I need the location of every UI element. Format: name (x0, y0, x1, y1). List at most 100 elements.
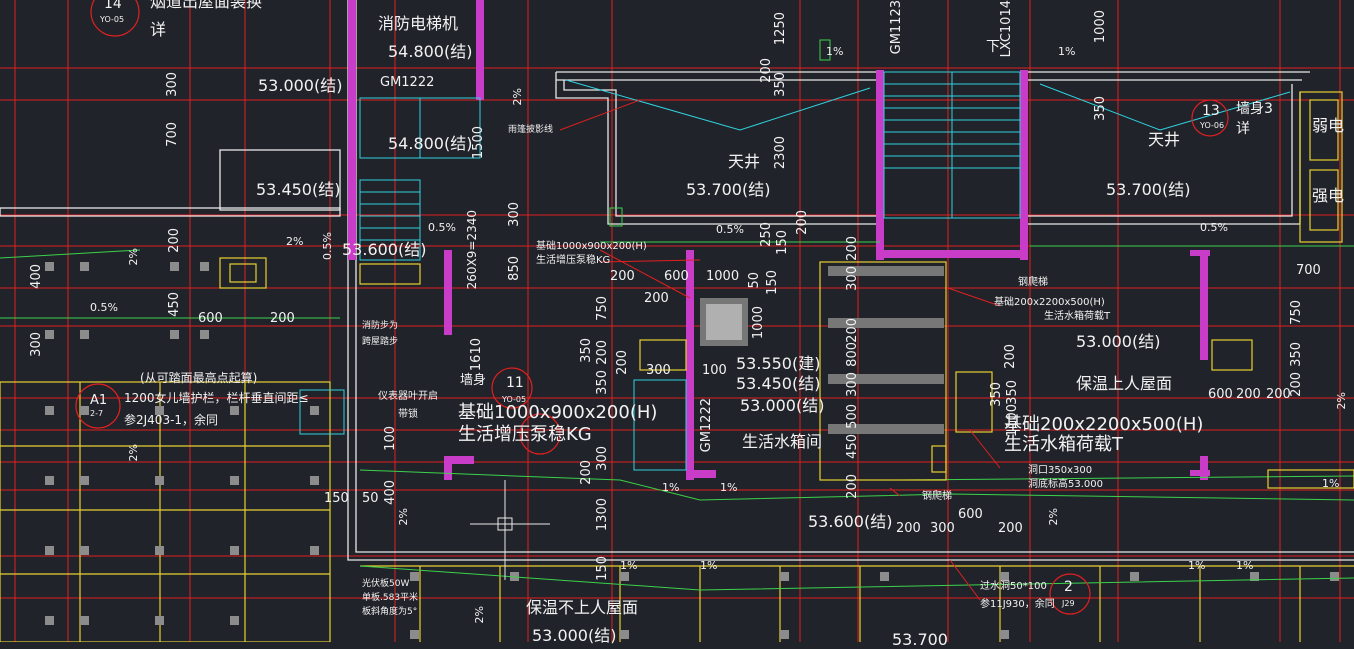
skywell-label: 天井 (728, 152, 761, 171)
detail-note: 详 (150, 20, 167, 39)
slope-label: 2% (473, 606, 486, 624)
dimension: 1000 (1093, 10, 1108, 44)
dimension: 200 (759, 58, 774, 83)
detail-note: 墙身3 (1236, 101, 1273, 117)
dimension: 100 (702, 363, 727, 378)
dimension: 300 (930, 521, 955, 536)
dimension: 150 (775, 230, 790, 255)
detail-sheet: 2-7 (90, 409, 104, 418)
elevation-label: 53.000(结) (258, 76, 343, 95)
dimension: 200 (1266, 387, 1291, 402)
slope-label: 2% (286, 235, 304, 248)
dimension: 200 (1003, 344, 1018, 369)
dimension: 450 (167, 292, 182, 317)
dimension: 600 (1208, 387, 1233, 402)
hole-note: 洞口350x300 (1028, 465, 1093, 476)
detail-number: 11 (506, 375, 524, 391)
dimension: 200 (845, 236, 860, 261)
dimension: 450 (845, 434, 860, 459)
elevation-label: 53.000(结) (1076, 332, 1161, 351)
dimension: 1100 (1005, 404, 1020, 438)
slope-label: 1% (700, 559, 718, 572)
louver-note: 带锁 (398, 409, 418, 420)
elevation-label: 53.000(结) (740, 396, 825, 415)
dimension: 600 (664, 269, 689, 284)
slope-label: 1% (620, 559, 638, 572)
roof-type-label: 保温上人屋面 (1076, 374, 1173, 393)
foundation-note-large: 基础1000x900x200(H) (458, 402, 658, 423)
dimension: 200 (1236, 387, 1261, 402)
slope-label: 0.5% (428, 221, 456, 234)
dimension: 300 (507, 202, 522, 227)
pump-base (706, 304, 742, 340)
slope-label: 1% (662, 481, 680, 494)
stairs (299, 71, 1291, 471)
dimension: 1000 (706, 269, 740, 284)
dimension: 1500 (471, 126, 486, 160)
ladder-note: 钢爬梯 (1018, 277, 1048, 288)
dimension: 500 (845, 404, 860, 429)
dimension: 150 (324, 491, 349, 506)
dimension: 1250 (773, 12, 788, 46)
detail-sheet: YO-05 (100, 15, 125, 24)
dimension: 600 (958, 507, 983, 522)
dimension: 300 (845, 266, 860, 291)
dimension: 200 (998, 521, 1023, 536)
slope-label: 1% (1322, 477, 1340, 490)
dimension: 200 (795, 210, 810, 235)
roof-type-label: 保温不上人屋面 (526, 598, 639, 617)
dimension: 50 (362, 491, 379, 506)
window-label: LXC1014 (999, 0, 1014, 58)
ucs-marker (470, 480, 550, 580)
hole-note: 洞底标高53.000 (1028, 479, 1103, 490)
detail-note: 烟道出屋面装换 (150, 0, 263, 11)
dimension: 200 (644, 291, 669, 306)
dimension: 400 (29, 264, 44, 289)
dimension: 700 (165, 122, 180, 147)
dimension: 100 (383, 426, 398, 451)
slope-label: 2% (127, 248, 140, 266)
dimension: 350 (579, 338, 594, 363)
detail-sheet: YO-06 (1200, 121, 1225, 130)
dimension: 200 (595, 340, 610, 365)
dimension: 150 (595, 556, 610, 581)
dimension: 350 (1005, 380, 1020, 405)
slope-label: 1% (826, 45, 844, 58)
dimension: 350 (989, 382, 1004, 407)
slope-label: 2% (397, 508, 410, 526)
detail-number: A1 (90, 393, 108, 408)
dimension: 300 (29, 332, 44, 357)
detail-circles (75, 0, 1229, 615)
pv-note: 光伏板50W (362, 579, 410, 589)
dimension: 200 (896, 521, 921, 536)
slope-label: 1% (1236, 559, 1254, 572)
stair-dimension: 260X9=2340 (465, 210, 479, 290)
foundation-note: 基础1000x900x200(H) (536, 241, 647, 252)
elevation-label: 54.800(结) (388, 42, 473, 61)
slope-label: 2% (1047, 508, 1060, 526)
room-label: 生活水箱间 (742, 432, 823, 451)
dimension: 200 (845, 318, 860, 343)
dimension: 350 (1289, 342, 1304, 367)
dimension: 850 (507, 256, 522, 281)
pv-note: 单板.583平米 (362, 593, 419, 603)
slope-label: 1% (1188, 559, 1206, 572)
dimension: 350 (773, 72, 788, 97)
dimension: 350 (1093, 96, 1108, 121)
slope-label: 1% (720, 481, 738, 494)
detail-note: 墙身 (460, 373, 487, 388)
step-note: 消防步为 (362, 321, 399, 331)
slope-label: 0.5% (90, 301, 118, 314)
dimension: 1000 (751, 306, 766, 340)
elevation-label: 53.600(结) (342, 240, 427, 259)
slope-label: 2% (127, 444, 140, 462)
detail-number: 14 (104, 0, 122, 12)
slope-label: 1% (1058, 45, 1076, 58)
leaders (559, 99, 1001, 601)
slope-label: 2% (511, 88, 524, 106)
ladder-note: 钢爬梯 (922, 491, 952, 502)
dimension: 200 (167, 228, 182, 253)
overflow-note: 过水洞50*100 (980, 581, 1047, 592)
dimension: 350 (595, 370, 610, 395)
